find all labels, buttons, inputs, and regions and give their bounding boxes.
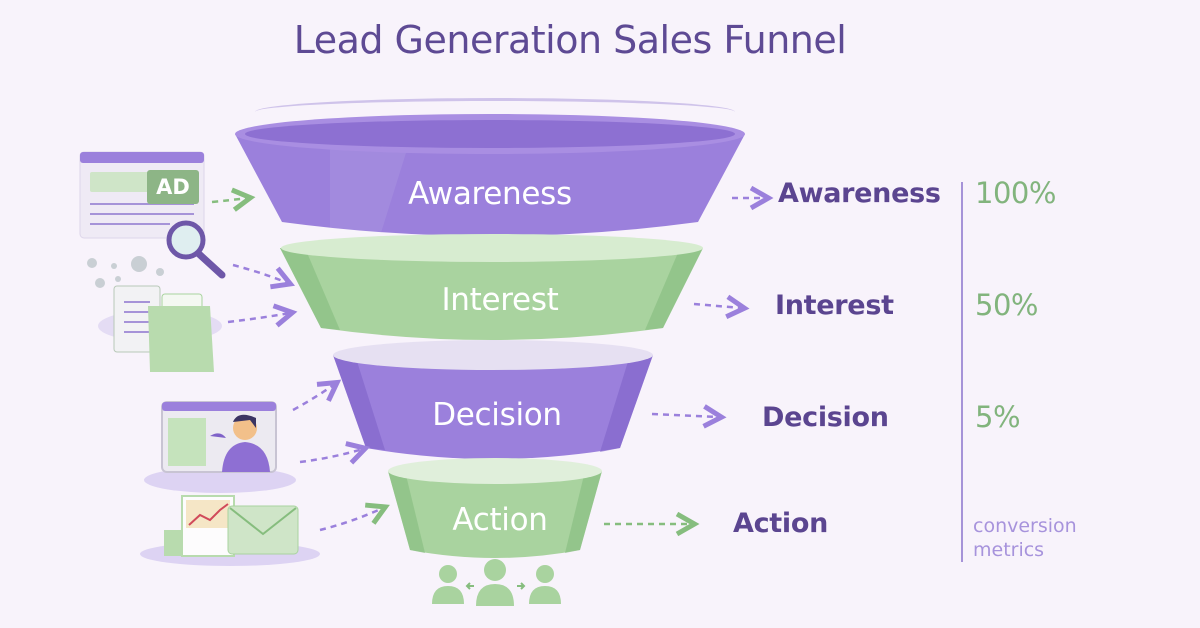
metrics-divider (961, 182, 963, 562)
incoming-arrows (211, 198, 383, 532)
right-label-interest: Interest (775, 290, 894, 321)
magnifier-icon (166, 220, 226, 279)
funnel-stage-awareness (235, 114, 745, 236)
metrics-caption: conversion metrics (973, 514, 1077, 562)
users-group-icon (432, 559, 561, 606)
title-underline-arc (255, 98, 735, 112)
funnel-stage-interest (280, 234, 703, 340)
right-label-awareness: Awareness (778, 178, 941, 209)
stage-label-awareness: Awareness (408, 176, 572, 212)
metrics-caption-line1: conversion (973, 515, 1077, 537)
decorative-dots (87, 256, 164, 288)
video-presenter-icon (144, 401, 296, 493)
stage-label-action: Action (452, 502, 548, 538)
stage-label-decision: Decision (432, 397, 562, 433)
metric-interest: 50% (975, 288, 1038, 322)
documents-folder-icon (98, 285, 222, 372)
right-label-decision: Decision (762, 402, 889, 433)
right-label-action: Action (733, 508, 829, 539)
funnel-stage-decision (333, 340, 653, 459)
metric-awareness: 100% (975, 176, 1056, 210)
stage-label-interest: Interest (441, 282, 559, 318)
funnel-stage-action (388, 458, 602, 558)
outgoing-arrows (604, 198, 766, 524)
page-title: Lead Generation Sales Funnel (293, 18, 847, 62)
metrics-caption-line2: metrics (973, 539, 1045, 561)
report-email-icon (140, 495, 320, 566)
ad-badge: AD (147, 170, 199, 204)
metric-decision: 5% (975, 400, 1021, 434)
